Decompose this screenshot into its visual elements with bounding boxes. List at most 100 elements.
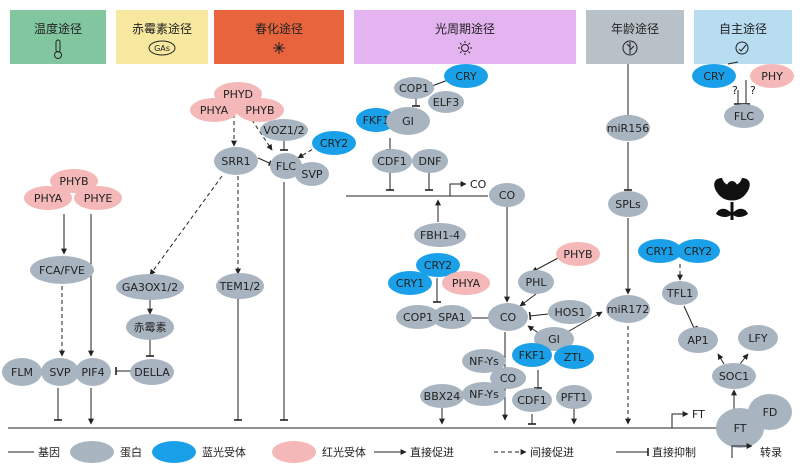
node-phya-mid — [442, 271, 490, 295]
legend-transcription: 转录 — [760, 445, 782, 459]
node-srr1 — [214, 147, 258, 175]
node-flc-auto — [724, 104, 764, 128]
node-fbh-label: FBH1-4 — [420, 229, 460, 242]
legend-red-receptor: 红光受体 — [322, 445, 366, 459]
node-co-low — [490, 367, 526, 389]
legend-gene: 基因 — [38, 446, 60, 459]
svg-text:年龄途径: 年龄途径 — [611, 21, 659, 36]
node-phl — [518, 270, 554, 294]
question-mark-2: ? — [750, 84, 756, 97]
node-co-low-label: CO — [500, 372, 517, 385]
node-phye-left-label: PHYE — [84, 192, 113, 205]
node-ztl — [554, 345, 594, 369]
node-cry2-voz-label: CRY2 — [320, 137, 348, 150]
node-dnf-label: DNF — [418, 155, 441, 168]
header-photoperiod: 光周期途径 — [354, 10, 576, 64]
node-tem — [216, 273, 264, 299]
legend-protein-swatch — [70, 441, 114, 463]
svg-text:光周期途径: 光周期途径 — [435, 21, 495, 36]
svg-text:自主途径: 自主途径 — [719, 21, 767, 36]
node-phy-auto-label: PHY — [761, 70, 783, 83]
header-age: 年龄途径 — [586, 10, 684, 64]
node-lfy-label: LFY — [748, 332, 767, 345]
node-pif4 — [75, 358, 111, 386]
node-pft1-label: PFT1 — [561, 391, 588, 404]
node-svp-left — [41, 358, 79, 386]
node-phyb-top-label: PHYB — [245, 104, 274, 117]
co-gene-label: CO — [470, 178, 487, 191]
node-phya-top-label: PHYA — [200, 104, 229, 117]
legend-blue-receptor: 蓝光受体 — [202, 445, 246, 459]
autonomous-icon — [735, 41, 749, 55]
node-nfys-2-label: NF-Ys — [469, 388, 499, 401]
node-cop1-mid-label: COP1 — [403, 311, 433, 324]
header-temperature: 温度途径 — [10, 10, 106, 64]
sun-icon — [458, 41, 472, 55]
node-spa1 — [432, 305, 472, 329]
node-ga3ox-label: GA3OX1/2 — [122, 281, 178, 294]
legend-protein: 蛋白 — [120, 445, 142, 459]
node-elf3 — [428, 91, 464, 113]
node-phyb-top — [236, 98, 284, 122]
snowflake-icon — [273, 42, 285, 54]
node-fkf1-mid — [512, 343, 552, 367]
node-spls — [608, 191, 648, 217]
node-cop1-mid — [396, 305, 440, 329]
node-gi-top-label: GI — [402, 115, 414, 128]
node-tem-label: TEM1/2 — [219, 280, 261, 293]
node-cry2-voz — [312, 131, 356, 155]
node-pif4-label: PIF4 — [81, 366, 104, 379]
node-co-center — [488, 303, 528, 331]
header-gibberellin: 赤霉素途径 GAs — [116, 10, 208, 64]
node-gi-top — [386, 107, 430, 135]
header-vernalization: 春化途径 — [214, 10, 344, 64]
node-cdf1-low — [512, 388, 552, 412]
node-co-center-label: CO — [500, 311, 517, 324]
node-gi-mid — [534, 327, 574, 351]
node-co-protein — [489, 183, 525, 207]
gas-badge: GAs — [154, 44, 170, 53]
node-della-label: DELLA — [134, 366, 170, 379]
node-pft1 — [556, 385, 592, 409]
node-spls-label: SPLs — [615, 198, 641, 211]
nodes: PHYB PHYA PHYE FCA/FVE FLM SVP PIF4 PHYD… — [2, 64, 794, 448]
node-phy-auto — [750, 64, 794, 88]
node-mir172-label: miR172 — [607, 303, 649, 316]
node-gi-mid-label: GI — [548, 333, 560, 346]
question-mark-1: ? — [732, 84, 738, 97]
node-cop1-top-label: COP1 — [399, 82, 429, 95]
legend-direct-inhibit: 直接抑制 — [652, 445, 696, 459]
node-hos1 — [548, 300, 592, 324]
node-nfys-2 — [462, 382, 506, 406]
node-ap1-label: AP1 — [687, 334, 708, 347]
node-phya-mid-label: PHYA — [452, 277, 481, 290]
node-ztl-label: ZTL — [564, 351, 585, 364]
node-flm — [2, 358, 42, 386]
node-elf3-label: ELF3 — [433, 96, 459, 109]
node-phyb-left — [50, 169, 98, 193]
node-voz — [260, 119, 308, 141]
legend-direct-promote: 直接促进 — [410, 445, 454, 459]
node-tfl1 — [662, 281, 698, 305]
node-phyd-label: PHYD — [223, 88, 253, 101]
node-cry-auto — [692, 64, 736, 88]
node-svp-center — [295, 162, 329, 186]
node-phye-left — [74, 186, 122, 210]
node-lfy — [738, 325, 778, 351]
node-cry1-mid — [388, 271, 432, 295]
node-phya-top — [190, 98, 238, 122]
svg-text:春化途径: 春化途径 — [255, 21, 303, 36]
node-fd-label: FD — [763, 406, 778, 419]
node-cdf1-low-label: CDF1 — [517, 394, 546, 407]
legend-indirect-promote: 间接促进 — [530, 445, 574, 459]
node-nfys-1 — [462, 349, 506, 373]
node-flc-auto-label: FLC — [734, 110, 754, 123]
node-mir172 — [606, 295, 650, 323]
node-della — [130, 359, 174, 385]
node-mir156-label: miR156 — [607, 122, 649, 135]
node-fca — [30, 256, 94, 284]
node-cry-auto-label: CRY — [703, 70, 725, 83]
node-phyb-left-label: PHYB — [59, 175, 88, 188]
node-phya-left-label: PHYA — [34, 192, 63, 205]
